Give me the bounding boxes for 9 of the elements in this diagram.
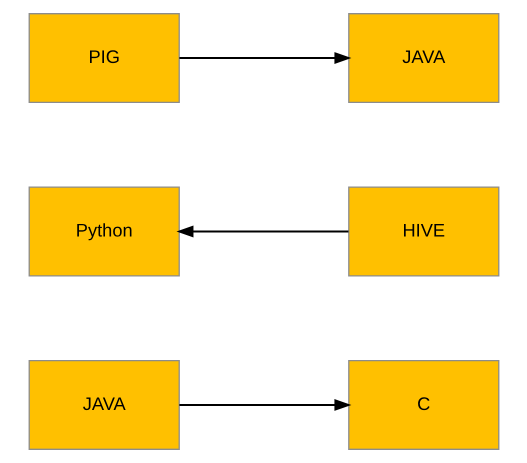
- node-box: C: [348, 360, 499, 450]
- node-box: Python: [28, 186, 180, 276]
- arrow: [176, 226, 348, 238]
- node-box: JAVA: [28, 360, 180, 450]
- node-box: HIVE: [348, 186, 499, 276]
- node-box: JAVA: [348, 13, 499, 104]
- arrow: [178, 52, 351, 64]
- arrow: [178, 399, 351, 411]
- node-box: PIG: [28, 13, 180, 104]
